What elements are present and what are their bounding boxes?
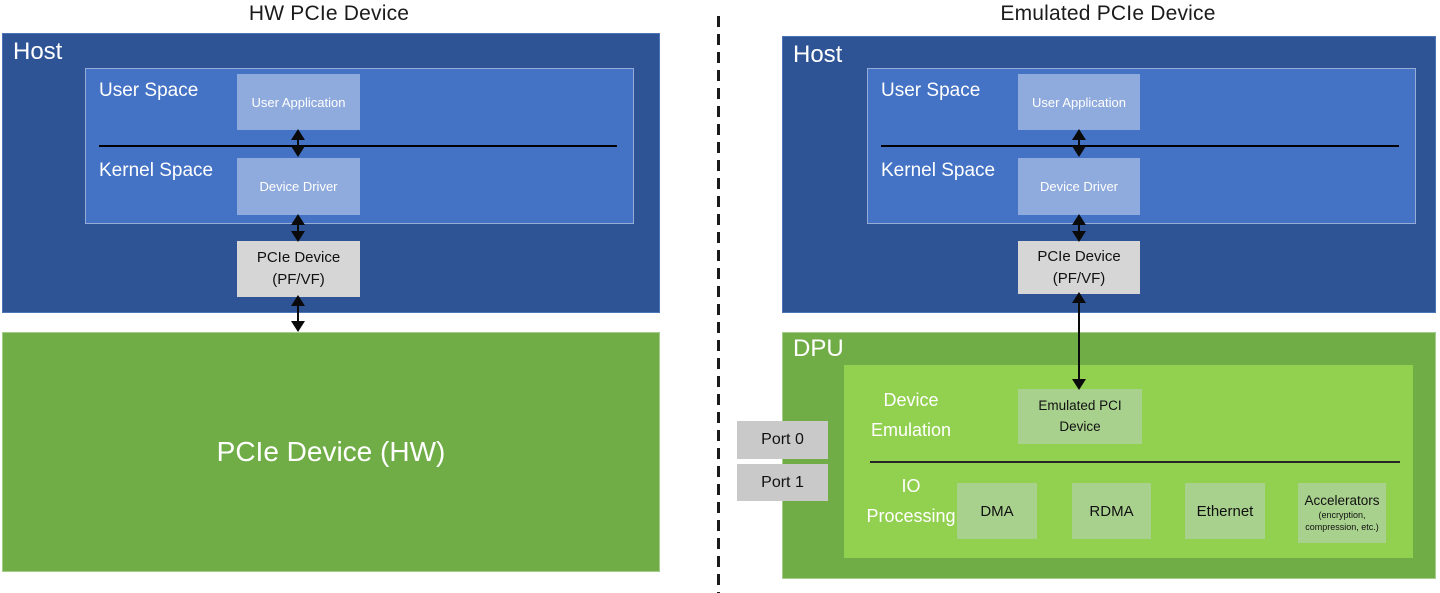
io-processing-label: IO Processing [846,471,976,531]
arrowhead-down-icon [291,146,305,157]
arrow-shaft [1078,220,1080,236]
right-kernel-space-label: Kernel Space [881,160,996,181]
device-emulation-line2: Emulation [870,420,952,440]
right-diagram-title: Emulated PCIe Device [1000,2,1216,25]
arrow-shaft [297,220,299,236]
arrowhead-down-icon [291,321,305,332]
io-processing-line2: Processing [866,506,956,526]
arrowhead-down-icon [291,231,305,242]
arrowhead-up-icon [291,295,305,306]
rdma-engine-box: RDMA [1072,483,1151,539]
left-host-label: Host [13,38,63,65]
left-arrow-pcie-hwdevice [291,295,305,332]
ethernet-engine-box: Ethernet [1185,483,1265,539]
left-arrow-driver-pcie [291,214,305,242]
io-processing-line1: IO [901,476,921,496]
right-user-space-label: User Space [881,80,981,101]
left-kernel-space-label: Kernel Space [99,160,214,181]
left-device-driver-box: Device Driver [237,158,360,215]
emulated-pci-line1: Emulated PCI [1038,398,1122,414]
right-pcie-device-line1: PCIe Device [1037,247,1121,265]
arrowhead-down-icon [1072,379,1086,390]
right-host-label: Host [793,41,843,68]
right-arrow-userapp-driver [1072,129,1086,157]
right-arrow-pcie-emulated [1072,292,1086,390]
arrow-shaft [1078,135,1080,151]
port-0-box: Port 0 [737,421,828,459]
arrowhead-up-icon [291,129,305,140]
accelerators-title: Accelerators [1304,493,1380,508]
arrow-shaft [297,135,299,151]
right-pcie-device-line2: (PF/VF) [1052,269,1106,287]
right-user-kernel-divider-line [881,145,1399,147]
arrowhead-up-icon [1072,129,1086,140]
panel-divider-dashed-line [717,16,720,593]
port-1-box: Port 1 [737,464,828,501]
left-pcie-device-line1: PCIe Device [256,249,341,267]
right-pcie-device-box: PCIe Device (PF/VF) [1018,241,1140,294]
arrowhead-up-icon [1072,292,1086,303]
arrow-shaft [297,301,299,326]
right-arrow-driver-pcie [1072,214,1086,242]
dpu-section-divider-line [870,461,1400,463]
left-diagram-title: HW PCIe Device [248,2,410,25]
left-arrow-userapp-driver [291,129,305,157]
left-hw-pcie-device-box: PCIe Device (HW) [2,332,660,572]
left-pcie-device-box: PCIe Device (PF/VF) [237,241,360,297]
arrowhead-up-icon [1072,214,1086,225]
arrowhead-down-icon [1072,146,1086,157]
left-user-application-box: User Application [237,74,360,130]
right-device-driver-box: Device Driver [1018,158,1140,215]
left-pcie-device-line2: (PF/VF) [272,271,325,288]
device-emulation-line1: Device [883,390,939,410]
accelerators-sub2: compression, etc.) [1305,522,1379,532]
accelerators-box: Accelerators (encryption, compression, e… [1298,483,1386,543]
dpu-label: DPU [793,335,844,362]
emulated-pci-line2: Device [1059,418,1101,434]
arrow-shaft [1078,298,1080,384]
left-user-kernel-divider-line [99,145,617,147]
arrowhead-up-icon [291,214,305,225]
dma-engine-box: DMA [957,483,1037,539]
right-user-application-box: User Application [1018,74,1140,130]
left-user-space-label: User Space [99,80,199,101]
device-emulation-label: Device Emulation [846,385,976,445]
accelerators-sub1: (encryption, [1318,510,1366,520]
emulated-pci-device-box: Emulated PCI Device [1018,389,1142,444]
arrowhead-down-icon [1072,231,1086,242]
